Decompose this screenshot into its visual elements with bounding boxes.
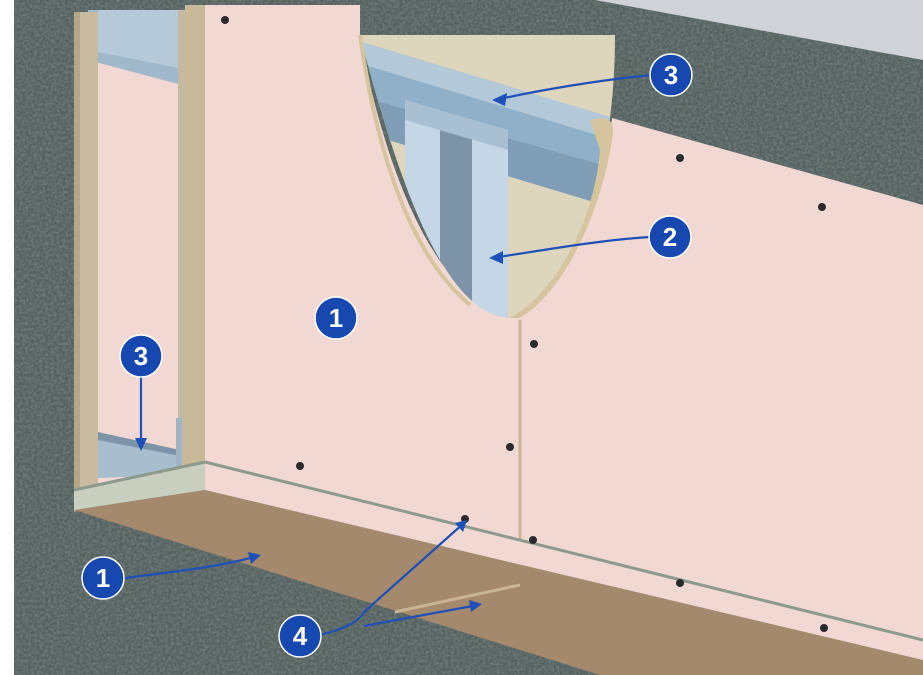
marker-2-profile-label: 2 bbox=[663, 222, 677, 252]
marker-3-bottom-label: 3 bbox=[134, 341, 148, 371]
arrow-4-screw bbox=[314, 522, 465, 638]
screw bbox=[818, 203, 826, 211]
marker-1-board-label: 1 bbox=[329, 303, 343, 333]
board-face bbox=[185, 5, 923, 660]
marker-3-top: 3 bbox=[649, 53, 693, 97]
board-underside bbox=[73, 460, 923, 675]
marker-3-top-label: 3 bbox=[664, 60, 678, 90]
marker-2-profile: 2 bbox=[648, 215, 692, 259]
screw bbox=[530, 340, 538, 348]
screw bbox=[676, 154, 684, 162]
screw bbox=[221, 16, 229, 24]
screws bbox=[221, 16, 828, 632]
marker-4-joint-label: 4 bbox=[293, 621, 308, 651]
marker-3-bottom: 3 bbox=[119, 334, 163, 378]
screw bbox=[820, 624, 828, 632]
screw bbox=[506, 443, 514, 451]
marker-1-underside-label: 1 bbox=[96, 563, 110, 593]
arrow-3-top bbox=[494, 73, 653, 102]
marker-4-joint: 4 bbox=[278, 614, 322, 658]
marker-1-board: 1 bbox=[314, 296, 358, 340]
leader-arrows bbox=[124, 73, 653, 638]
arrow-1-bottom bbox=[124, 554, 259, 580]
arrow-4-joint bbox=[363, 603, 479, 628]
screw bbox=[296, 462, 304, 470]
left-return bbox=[74, 10, 188, 512]
marker-1-underside: 1 bbox=[81, 556, 125, 600]
arrow-2 bbox=[491, 235, 651, 260]
screw bbox=[676, 579, 684, 587]
screw bbox=[529, 536, 537, 544]
ceiling-strip bbox=[595, 0, 923, 60]
bottom-track-left bbox=[98, 435, 180, 478]
